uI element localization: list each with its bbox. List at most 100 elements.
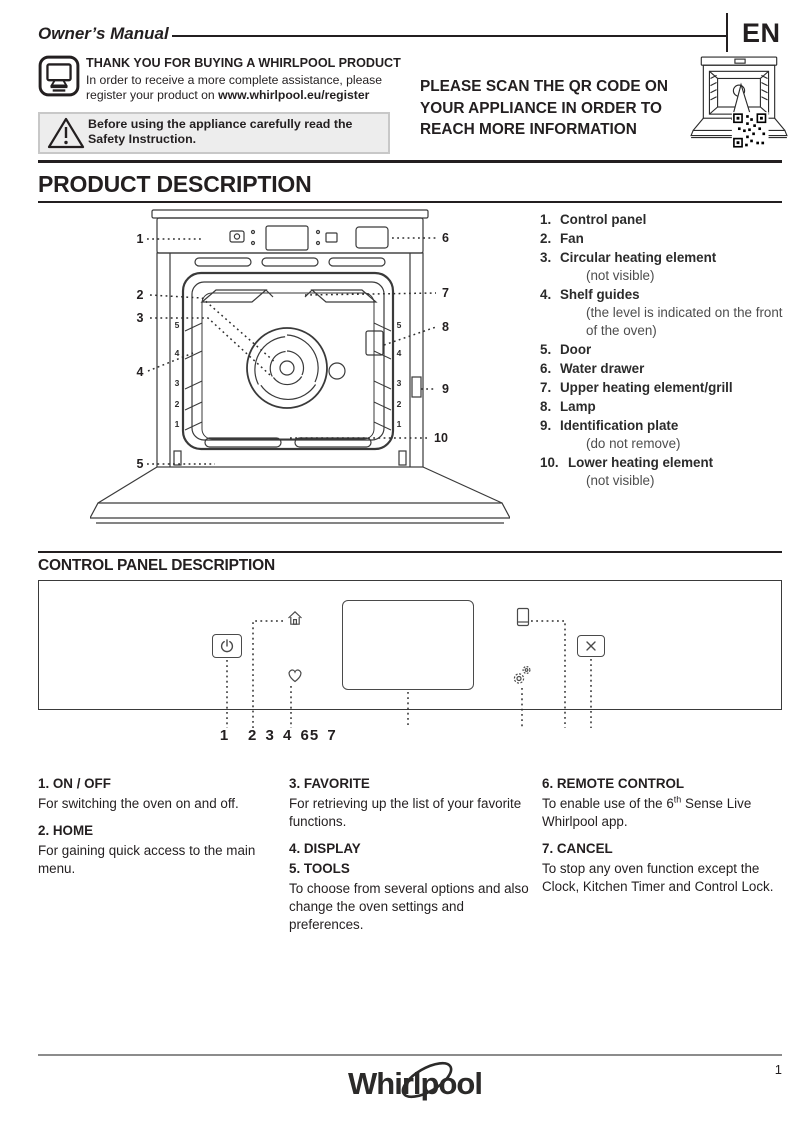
- part-label: Lamp: [560, 399, 596, 414]
- mini-power-button: [229, 230, 245, 243]
- page-number: 1: [774, 1062, 782, 1077]
- list-item: 6. Water drawer: [540, 359, 788, 378]
- language-badge: EN: [742, 18, 781, 48]
- part-num: 10.: [540, 455, 559, 470]
- thank-you-line1: In order to receive a more complete assi…: [86, 73, 383, 87]
- control-panel-title: CONTROL PANEL DESCRIPTION: [38, 557, 275, 574]
- callout-4: 4: [137, 365, 144, 379]
- legend-body: For retrieving up the list of your favor…: [289, 796, 522, 829]
- qr-instruction-line1: PLEASE SCAN THE QR CODE ON: [420, 78, 668, 95]
- part-num: 5.: [540, 342, 552, 357]
- legend-heading: 2. HOME: [38, 823, 94, 838]
- part-label: Door: [560, 342, 592, 357]
- favorite-heart-icon[interactable]: [286, 667, 304, 684]
- oven-qr-illustration: [690, 56, 788, 150]
- power-button[interactable]: [212, 634, 242, 658]
- list-item: 9. Identification plate: [540, 416, 788, 435]
- qr-instruction-line2: YOUR APPLIANCE IN ORDER TO: [420, 99, 662, 117]
- part-num: 1.: [540, 212, 552, 227]
- parts-list: 1.Control panel 2.Fan 3.Circular heating…: [540, 210, 788, 490]
- shelf-level-left-5: 5: [175, 320, 180, 330]
- part-num: 6.: [540, 361, 552, 376]
- qr-instruction-line3: REACH MORE INFORMATION: [420, 121, 637, 138]
- product-description-title: PRODUCT DESCRIPTION: [38, 171, 312, 197]
- panel-callout-leaders: [226, 620, 592, 728]
- footer-line: [38, 1054, 782, 1056]
- callout-1: 1: [137, 232, 144, 246]
- home-icon[interactable]: [286, 609, 304, 627]
- warning-triangle-icon: [47, 117, 85, 149]
- fan: [246, 327, 328, 409]
- register-monitor-icon: [38, 55, 80, 97]
- mini-display: [265, 225, 309, 251]
- legend-heading: 4. DISPLAY: [289, 841, 361, 856]
- part-num: 3.: [540, 250, 552, 265]
- shelf-level-left-4: 4: [175, 348, 180, 358]
- legend-body-text: To enable use of the 6: [542, 796, 674, 811]
- callout-3: 3: [137, 311, 144, 325]
- legend-body: To choose from several options and also …: [289, 881, 529, 932]
- list-item: 4.Shelf guides: [540, 285, 788, 304]
- callout-2: 2: [137, 288, 144, 302]
- part-label: Upper heating element/grill: [560, 380, 733, 395]
- callout-10: 10: [434, 431, 448, 445]
- remote-phone-icon[interactable]: [516, 607, 530, 627]
- mini-cancel-button: [325, 232, 338, 243]
- part-label: Water drawer: [560, 361, 645, 376]
- legend-body: For gaining quick access to the main men…: [38, 843, 256, 876]
- part-note: (the level is indicated on the front of …: [586, 305, 783, 338]
- part-num: 8.: [540, 399, 552, 414]
- oven-diagram: 1 2 3 4 5 6 7 8 9 10 5 4 3 2 1 5 4 3 2 1: [90, 209, 510, 524]
- safety-warning-box: [38, 112, 390, 154]
- whirlpool-logo: Whirlpool: [348, 1061, 483, 1101]
- thank-you-line2: register your product on www.whirlpool.e…: [86, 88, 416, 103]
- legend-heading: 7. CANCEL: [542, 841, 613, 856]
- thank-you-block: THANK YOU FOR BUYING A WHIRLPOOL PRODUCT…: [86, 56, 416, 102]
- callout-7: 7: [442, 286, 449, 300]
- panel-callout-1: 1: [219, 727, 229, 744]
- shelf-level-left-1: 1: [175, 419, 180, 429]
- shelf-level-left-2: 2: [175, 399, 180, 409]
- part-num: 2.: [540, 231, 552, 246]
- shelf-level-right-3: 3: [397, 378, 402, 388]
- list-item: 7. Upper heating element/grill: [540, 378, 788, 397]
- legend-heading: 6. REMOTE CONTROL: [542, 776, 685, 791]
- list-item: 10. Lower heating element: [540, 453, 788, 472]
- whirlpool-swoosh: [401, 1061, 453, 1099]
- cancel-button[interactable]: [577, 635, 605, 657]
- water-drawer: [355, 226, 389, 249]
- legend-superscript: th: [673, 794, 682, 805]
- register-url-link[interactable]: www.whirlpool.eu/register: [218, 87, 370, 102]
- legend-column-2: 3. FAVORITE For retrieving up the list o…: [289, 775, 535, 943]
- lamp: [365, 330, 384, 356]
- callout-9: 9: [442, 382, 449, 396]
- shelf-level-left-3: 3: [175, 378, 180, 388]
- display-screen[interactable]: [342, 600, 474, 690]
- callout-5: 5: [137, 457, 144, 471]
- list-item: 5. Door: [540, 340, 788, 359]
- legend-body-text: Sense Live Whirlpool app.: [542, 796, 752, 829]
- part-num: 9.: [540, 418, 552, 433]
- cancel-x-icon: [586, 641, 596, 651]
- part-label: Identification plate: [560, 418, 679, 433]
- shelf-level-right-2: 2: [397, 399, 402, 409]
- legend-body: To stop any oven function except the Clo…: [542, 861, 774, 894]
- legend-column-1: 1. ON / OFF For switching the oven on an…: [38, 775, 290, 887]
- list-item: 8. Lamp: [540, 397, 788, 416]
- thank-you-line2-prefix: register your product on: [86, 87, 219, 102]
- part-num: 7.: [540, 380, 552, 395]
- qr-instruction: PLEASE SCAN THE QR CODE ON YOUR APPLIANC…: [420, 76, 670, 141]
- tools-gears-icon[interactable]: [511, 664, 533, 687]
- callout-8: 8: [442, 320, 449, 334]
- header-rule: [172, 35, 727, 38]
- legend-heading: 1. ON / OFF: [38, 776, 111, 791]
- legend-column-3: 6. REMOTE CONTROL To enable use of the 6…: [542, 775, 784, 905]
- shelf-level-right-4: 4: [397, 348, 402, 358]
- section-divider: [38, 551, 782, 553]
- part-label: Lower heating element: [568, 455, 714, 470]
- lower-heating-element-area: [204, 437, 282, 448]
- legend-heading: 5. TOOLS: [289, 861, 350, 876]
- list-item: 2.Fan: [540, 229, 788, 248]
- list-item: 3.Circular heating element: [540, 248, 788, 267]
